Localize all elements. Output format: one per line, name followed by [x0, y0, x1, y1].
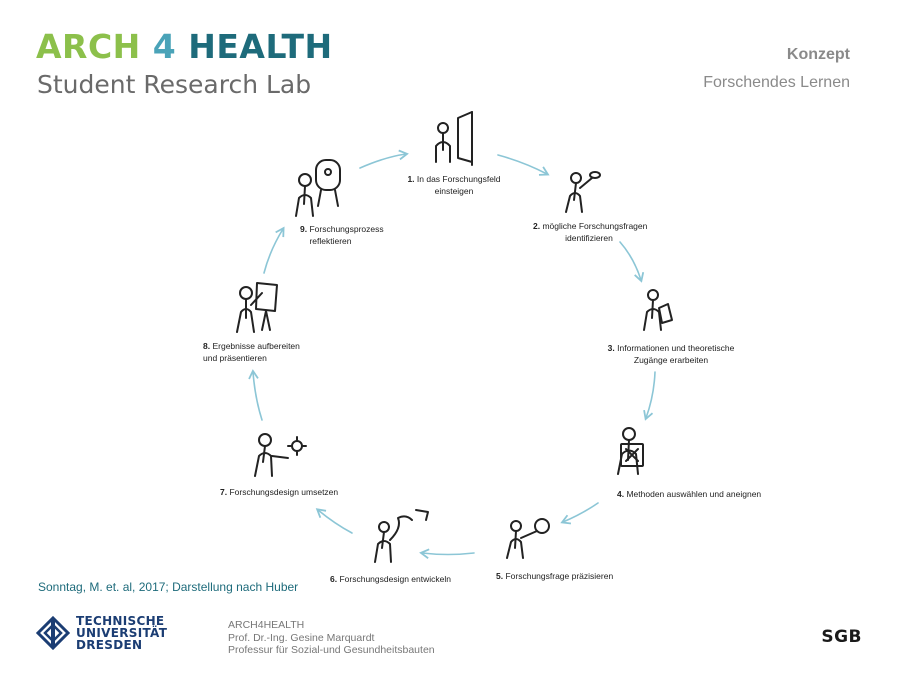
footer-info: ARCH4HEALTH Prof. Dr.-Ing. Gesine Marqua…: [228, 619, 435, 657]
sgb-logo: SGB: [821, 627, 862, 647]
arrow-5-to-6: [419, 548, 475, 559]
step-4-label: 4. Methoden auswählen und aneignen: [617, 489, 762, 499]
brand-arch: ARCH: [36, 27, 141, 66]
brand-health: HEALTH: [188, 27, 333, 66]
step-5-label: 5. Forschungsfrage präzisieren: [496, 571, 614, 581]
gear-figure-icon: [254, 433, 307, 477]
tud-logo: TECHNISCHE UNIVERSITÄT DRESDEN: [36, 615, 167, 651]
concept-title: Konzept: [786, 46, 850, 63]
tud-emblem-icon: [36, 616, 70, 650]
arrow-6-to-7: [315, 508, 353, 534]
footer-chair: Professur für Sozial-und Gesundheitsbaut…: [228, 644, 435, 656]
step-3-label: 3. Informationen und theoretische Zugäng…: [607, 343, 735, 365]
magnifier-figure-icon: [506, 518, 550, 559]
presenting-figure-icon: [236, 282, 278, 333]
page-subtitle: Student Research Lab: [37, 70, 312, 99]
concept-subtitle: Forschendes Lernen: [703, 74, 850, 91]
board-figure-icon: [617, 427, 644, 475]
arrow-9-to-1: [359, 149, 409, 169]
citation-text: Sonntag, M. et. al, 2017; Darstellung na…: [38, 580, 299, 594]
drawing-figure-icon: [374, 509, 429, 563]
step-2-label: 2. mögliche Forschungsfragen identifizie…: [533, 221, 648, 243]
arrow-3-to-4: [643, 371, 656, 421]
footer-project: ARCH4HEALTH: [228, 619, 305, 631]
arrow-8-to-9: [263, 226, 285, 274]
arrow-1-to-2: [497, 154, 550, 176]
step-8-label: 8. Ergebnisse aufbereiten und präsentier…: [203, 341, 300, 363]
brand-four: 4: [152, 27, 177, 66]
step-9-label: 9. Forschungsprozess reflektieren: [300, 224, 384, 246]
step-1-label: 1. In das Forschungsfeld einsteigen: [407, 174, 501, 196]
arrow-2-to-3: [619, 241, 645, 283]
arrow-4-to-5: [560, 502, 599, 525]
arrow-7-to-8: [248, 369, 263, 421]
brand-title: ARCH 4 HEALTH: [36, 30, 333, 63]
door-figure-icon: [435, 111, 473, 166]
tud-wordmark: TECHNISCHE UNIVERSITÄT DRESDEN: [76, 614, 168, 652]
mirror-figure-icon: [295, 159, 341, 217]
reading-figure-icon: [643, 289, 673, 331]
binoculars-figure-icon: [565, 171, 601, 213]
footer-professor: Prof. Dr.-Ing. Gesine Marquardt: [228, 631, 375, 644]
step-6-label: 6. Forschungsdesign entwickeln: [330, 574, 451, 584]
step-7-label: 7. Forschungsdesign umsetzen: [220, 487, 339, 497]
